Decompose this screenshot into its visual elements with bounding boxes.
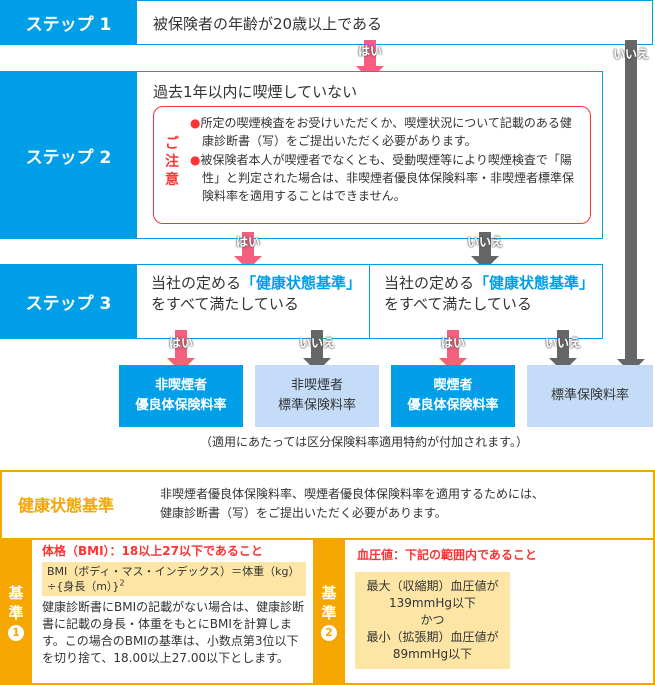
no-arrow-step1: いいえ: [613, 40, 649, 373]
step2-question: 過去1年以内に喫煙していない: [153, 83, 358, 101]
step3-box-smoker: 当社の定める「健康状態基準」をすべて満たしている: [369, 264, 603, 339]
criterion2-heading: 血圧値：下記の範囲内であること: [357, 548, 537, 562]
result-nonsmoker-standard: 非喫煙者標準保険料率: [255, 365, 379, 427]
criterion1-panel: 体格（BMI）：18以上27以下であること BMI（ボディ・マス・インデックス）…: [42, 543, 306, 667]
step1-question: 被保険者の年齢が20歳以上である: [153, 15, 382, 33]
step3-label: ステップ 3: [0, 264, 137, 339]
caution-box: ご注意 ●所定の喫煙検査をお受けいただくか、喫煙状況について記載のある健康診断書…: [153, 106, 591, 224]
result-standard: 標準保険料率: [527, 365, 653, 427]
result-smoker-preferred: 喫煙者優良体保険料率: [391, 365, 515, 427]
step1-box: 被保険者の年齢が20歳以上である: [136, 0, 653, 45]
criteria-title: 健康状態基準: [18, 496, 115, 515]
criteria-description: 非喫煙者優良体保険料率、喫煙者優良体保険料率を適用するためには、健康診断書（写）…: [160, 487, 545, 520]
divider: [0, 538, 655, 540]
rider-note: （適用にあたっては区分保険料率適用特約が付加されます。）: [200, 435, 528, 449]
result-nonsmoker-preferred: 非喫煙者優良体保険料率: [119, 365, 243, 427]
step1-label: ステップ 1: [0, 0, 137, 45]
bmi-formula: BMI（ボディ・マス・インデックス）＝体重（kg）÷{身長（m）}2: [42, 562, 306, 596]
caution-item: ●被保険者本人が喫煙者でなくとも、受動喫煙等により喫煙検査で「陽性」と判定された…: [190, 153, 575, 203]
step2-label: ステップ 2: [0, 71, 137, 239]
criterion1-heading: 体格（BMI）：18以上27以下であること: [42, 544, 263, 558]
caution-tag: ご注意: [165, 136, 179, 188]
step3-box-nonsmoker: 当社の定める「健康状態基準」をすべて満たしている: [136, 264, 370, 339]
caution-item: ●所定の喫煙検査をお受けいただくか、喫煙状況について記載のある健康診断書（写）を…: [190, 116, 572, 148]
criterion1-text: 健康診断書にBMIの記載がない場合は、健康診断書に記載の身長・体重をもとにBMI…: [42, 600, 305, 665]
